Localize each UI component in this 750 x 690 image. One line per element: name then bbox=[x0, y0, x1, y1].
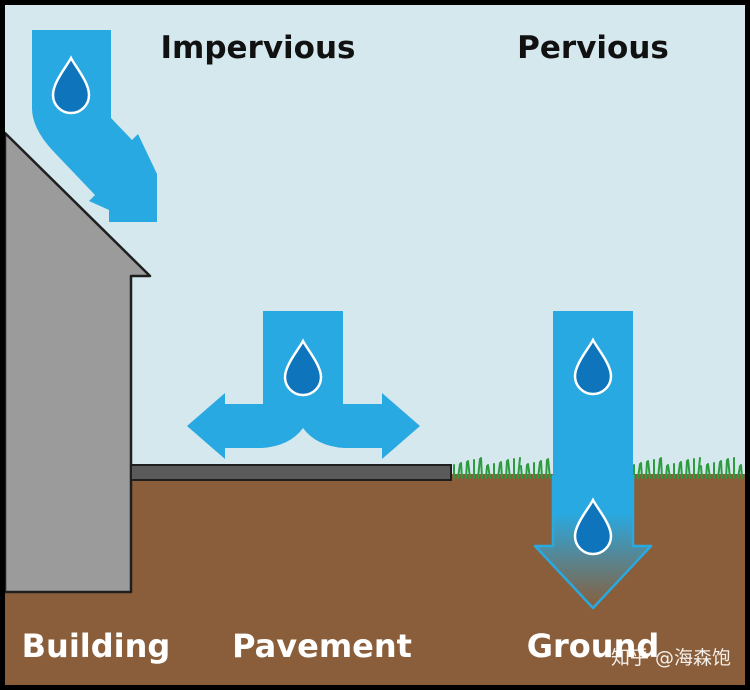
grass-blade bbox=[525, 464, 528, 479]
grass-blade bbox=[505, 460, 508, 479]
water-drop-icon bbox=[283, 338, 323, 397]
pervious-label: Pervious bbox=[517, 30, 669, 66]
grass-blade bbox=[657, 458, 661, 479]
grass-blade bbox=[540, 460, 543, 479]
grass-blade bbox=[457, 463, 461, 479]
grass-blade bbox=[477, 458, 481, 479]
grass-blade bbox=[487, 464, 491, 479]
grass-blade bbox=[687, 459, 691, 479]
grass-blade bbox=[727, 458, 731, 479]
grass-blade bbox=[700, 465, 703, 479]
building-label: Building bbox=[22, 627, 171, 665]
watermark-text: 知乎 @海森饱 bbox=[611, 647, 731, 669]
grass-blade bbox=[665, 465, 668, 479]
grass-blade bbox=[467, 460, 471, 479]
grass-blade bbox=[680, 461, 683, 479]
grass-blade bbox=[685, 460, 688, 479]
pavement-label: Pavement bbox=[232, 627, 412, 665]
grass-blade bbox=[465, 461, 468, 479]
grass-blade bbox=[517, 457, 521, 479]
impervious-label: Impervious bbox=[161, 30, 356, 66]
grass-blade bbox=[460, 462, 463, 479]
grass-blade bbox=[645, 461, 648, 479]
grass-blade bbox=[480, 457, 483, 479]
grass-blade bbox=[697, 457, 701, 479]
grass-blade bbox=[707, 463, 711, 479]
grass-blade bbox=[527, 463, 531, 479]
grass-blade bbox=[720, 460, 723, 479]
grass-blade bbox=[545, 459, 548, 479]
grass-blade bbox=[497, 462, 501, 479]
pavement-slab bbox=[130, 464, 452, 481]
grass-blade bbox=[647, 460, 651, 479]
water-drop-icon bbox=[573, 337, 613, 396]
grass-blade bbox=[520, 465, 523, 479]
grass-blade bbox=[507, 459, 511, 479]
grass-blade bbox=[660, 457, 663, 479]
grass-blade bbox=[740, 464, 743, 479]
grass-blade bbox=[547, 458, 551, 479]
grass-blade bbox=[677, 462, 681, 479]
building-shape bbox=[5, 131, 152, 594]
water-drop-icon bbox=[573, 497, 613, 556]
water-drop-icon bbox=[51, 55, 91, 115]
grass-blade bbox=[737, 465, 741, 479]
grass-blade bbox=[485, 465, 488, 479]
grass-blade bbox=[640, 462, 643, 479]
grass-blade bbox=[717, 461, 721, 479]
grass-blade bbox=[725, 459, 728, 479]
grass-blade bbox=[537, 461, 541, 479]
grass-blade bbox=[637, 463, 641, 479]
ground-label: Ground bbox=[527, 627, 660, 665]
grass-blade bbox=[667, 464, 671, 479]
grass-blade bbox=[705, 464, 708, 479]
grass-blade bbox=[500, 461, 503, 479]
